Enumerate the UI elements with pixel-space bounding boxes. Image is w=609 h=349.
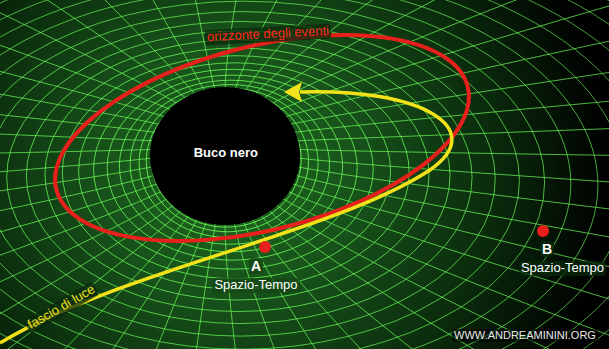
spacetime-label: Spazio-Tempo <box>212 278 299 293</box>
grid-radial <box>282 15 609 117</box>
point-label: B <box>540 241 554 257</box>
black-hole-circle: Buco nero <box>150 87 300 225</box>
grid-radial <box>0 158 153 198</box>
grid-radial <box>296 167 609 238</box>
grid-radial <box>0 15 168 117</box>
grid-ring <box>0 12 519 349</box>
grid-radial <box>282 198 609 349</box>
grid-radial <box>0 210 181 349</box>
grid-radial <box>276 205 609 349</box>
grid-radial <box>297 158 609 198</box>
grid-radial <box>0 0 181 106</box>
node-text: Buco nero <box>193 145 259 160</box>
grid-ring <box>45 48 429 300</box>
grid-radial <box>177 0 216 93</box>
point-label: A <box>249 258 263 274</box>
point-a-dot <box>259 241 271 253</box>
spacetime-label: Spazio-Tempo <box>519 261 606 276</box>
grid-radial <box>0 191 163 348</box>
watermark: WWW.ANDREAMININI.ORG <box>452 329 598 342</box>
grid-radial <box>244 0 411 94</box>
point-b-dot <box>537 225 549 237</box>
event-horizon-ring <box>34 0 490 279</box>
grid-ring <box>0 21 495 336</box>
grid-radial <box>0 167 154 238</box>
grid-radial <box>25 0 197 97</box>
grid-radial <box>296 149 609 158</box>
grid-radial <box>295 175 609 276</box>
grid-ring <box>0 0 571 349</box>
grid-radial <box>0 215 189 349</box>
grid-radial <box>292 183 609 313</box>
grid-radial <box>0 0 189 101</box>
grid-radial <box>269 210 609 349</box>
grid-radial <box>0 149 154 158</box>
light-beam-arrowhead <box>284 82 302 102</box>
grid-radial <box>0 175 155 276</box>
